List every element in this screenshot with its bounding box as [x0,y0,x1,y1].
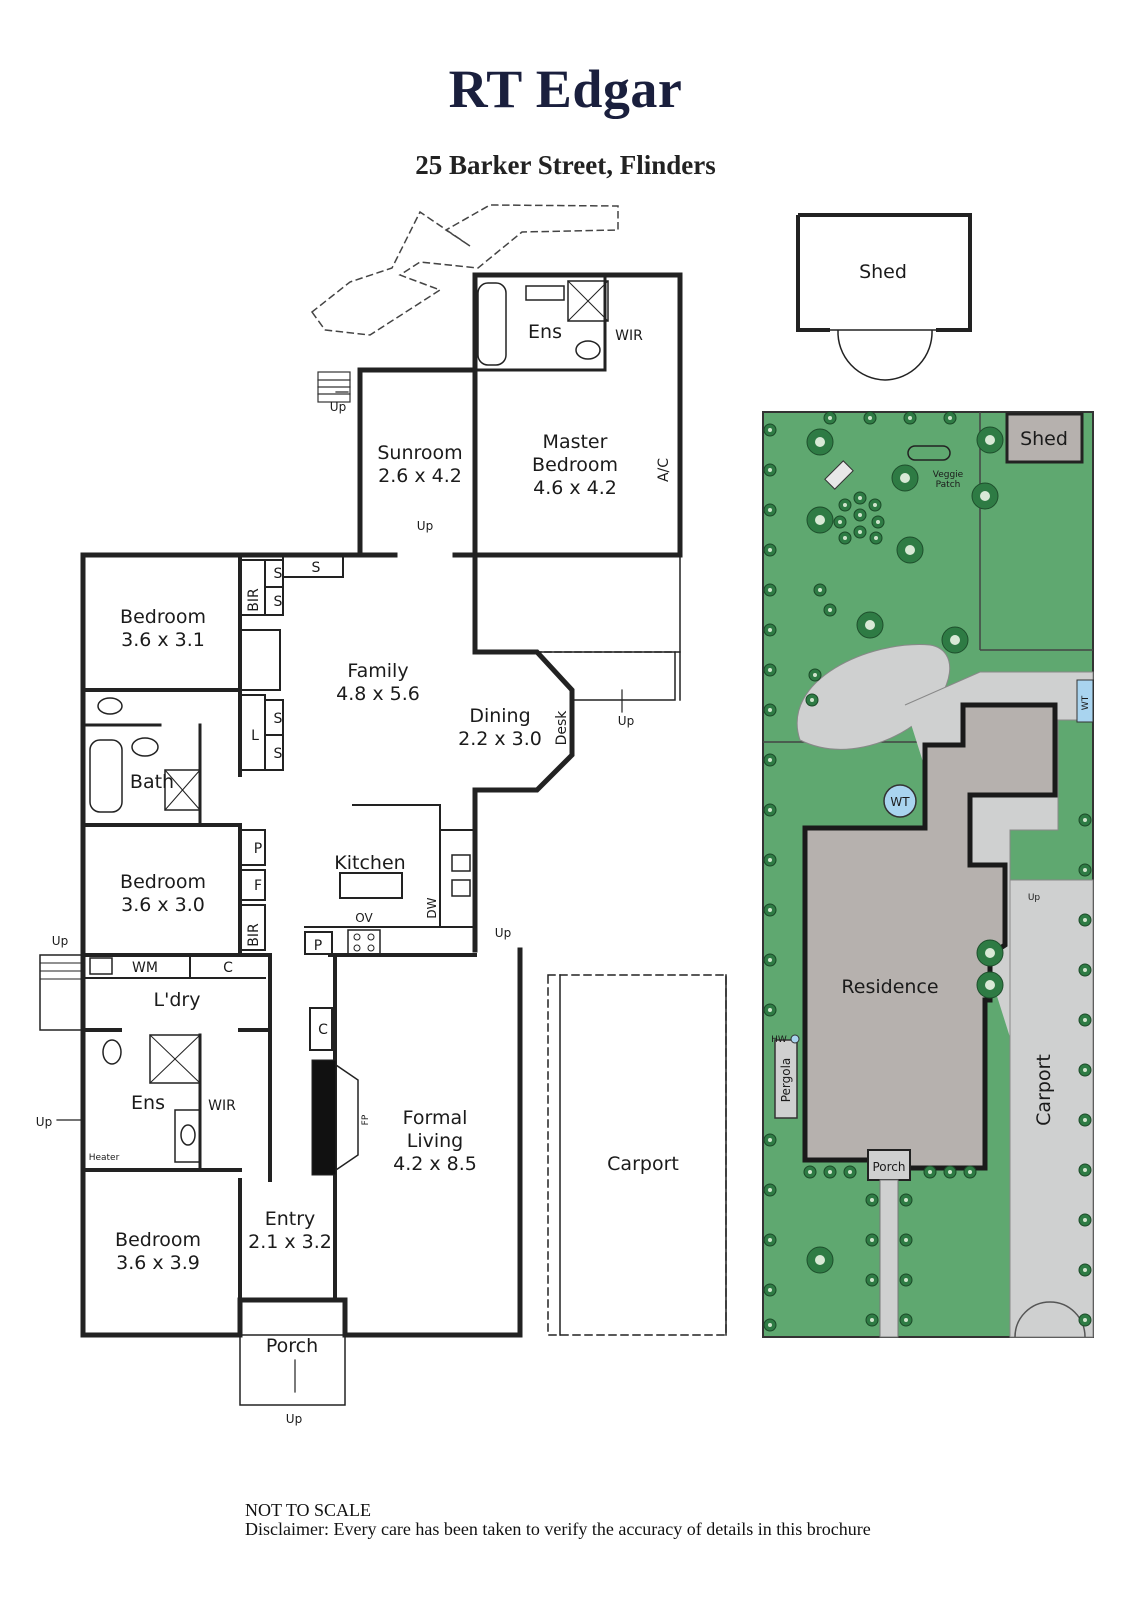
north-wing-walls [357,272,683,558]
porch-label: Porch [266,1335,318,1357]
veggie-label-1: Veggie [933,470,964,480]
bath-label: Bath [130,771,174,793]
s-label-4: S [274,711,283,727]
wm-label: WM [132,960,158,976]
dw-label: DW [425,897,439,918]
sunroom-label: Sunroom [377,442,462,464]
bir-label-1: BIR [246,588,262,612]
site-porch-label: Porch [872,1160,905,1174]
bir-label-2: BIR [246,923,262,947]
master-label-1: Master [543,431,608,453]
c-label-2: C [318,1022,328,1038]
ens-top-label: Ens [528,321,562,343]
laundry-label: L'dry [154,989,201,1011]
stairs-top [317,371,351,403]
up-label-4: Up [52,934,68,948]
bedroom3-dims: 3.6 x 3.9 [116,1252,200,1274]
up-label-6: Up [36,1115,52,1129]
wir-bottom-label: WIR [208,1098,236,1114]
residence-label: Residence [841,976,938,998]
ac-label: A/C [656,458,672,482]
fp-label: FP [361,1114,371,1125]
up-label-5: Up [495,926,511,940]
s-label-3: S [312,560,321,576]
site-carport-label: Carport [1033,1054,1055,1126]
bedroom3-label: Bedroom [115,1229,201,1251]
site-shed-label: Shed [1020,428,1068,450]
heater-label: Heater [89,1153,120,1163]
formal-label-2: Living [407,1130,464,1152]
carport-label: Carport [607,1153,679,1175]
entry-dims: 2.1 x 3.2 [248,1231,332,1253]
water-tank-label: WT [890,795,910,809]
shed-top-label: Shed [859,261,907,283]
brand-logo: RT Edgar [448,59,683,119]
family-dims: 4.8 x 5.6 [336,683,420,705]
bedroom2-dims: 3.6 x 3.0 [121,894,205,916]
kitchen-bench [352,804,441,831]
formal-label-1: Formal [403,1107,468,1129]
site-up-label: Up [1028,893,1041,903]
not-to-scale-note: NOT TO SCALE [245,1500,372,1520]
veggie-label-2: Patch [936,480,961,490]
sunroom-dims: 2.6 x 4.2 [378,465,462,487]
master-label-2: Bedroom [532,454,618,476]
kitchen-label: Kitchen [334,852,405,874]
family-label: Family [347,660,408,682]
f-label: F [254,878,262,894]
disclaimer-note: Disclaimer: Every care has been taken to… [245,1519,871,1539]
bedroom1-label: Bedroom [120,606,206,628]
floor-plan [39,204,727,1406]
p-label-1: P [254,841,262,857]
residence-footprint [802,702,1058,1171]
bedroom2-label: Bedroom [120,871,206,893]
property-address: 25 Barker Street, Flinders [415,150,716,180]
shed-top: Shed [796,213,972,381]
dining-label: Dining [469,705,530,727]
s-label-5: S [274,746,283,762]
up-label-7: Up [286,1412,302,1426]
shower-top [567,280,609,322]
dining-dims: 2.2 x 3.0 [458,728,542,750]
hw-label: HW [771,1035,787,1045]
site-plan: Shed Veggie Patch Residence Porch Pergol… [762,411,1094,1338]
desk-label: Desk [554,710,570,746]
ens-bottom-label: Ens [131,1092,165,1114]
ensuite-top-room [473,273,607,372]
s-label-2: S [274,594,283,610]
l-label: L [251,728,259,744]
up-label-1: Up [330,400,346,414]
c-label-1: C [223,960,233,976]
deck-outline [310,204,619,336]
water-tank-2-label: WT [1081,695,1091,710]
p-label-2: P [314,938,322,954]
master-dims: 4.6 x 4.2 [533,477,617,499]
ov-label: OV [355,911,373,925]
formal-dims: 4.2 x 8.5 [393,1153,477,1175]
up-label-2: Up [417,519,433,533]
entry-label: Entry [265,1208,316,1230]
floor-labels: Sunroom 2.6 x 4.2 Ens WIR Master Bedroom… [36,321,679,1426]
up-label-3: Up [618,714,634,728]
bedroom1-dims: 3.6 x 3.1 [121,629,205,651]
s-label-1: S [274,566,283,582]
pergola-label: Pergola [779,1058,793,1103]
wir-top-label: WIR [615,328,643,344]
